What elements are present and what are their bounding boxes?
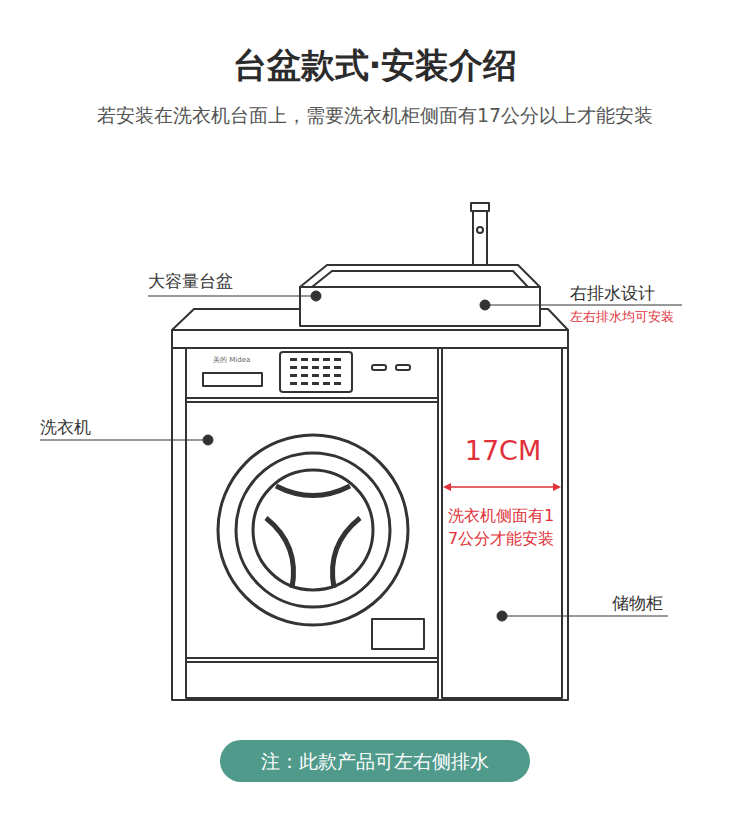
note-label: 左右排水均可安装 [570,309,674,325]
washer-panel [186,397,438,399]
dimension-arrow [443,483,561,491]
basin [300,265,540,287]
brand-logo: 美的 Midea [213,356,250,365]
subtitle: 若安装在洗衣机台面上，需要洗衣机柜侧面有17公分以上才能安装 [0,104,750,128]
part-label: 大容量台盆 [148,271,233,292]
storage-cabinet [442,348,562,698]
part-label: 储物柜 [612,593,663,614]
faucet [473,205,487,265]
part-label: 洗衣机 [40,417,91,438]
note-text: 注：此款产品可左右侧排水 [244,749,506,773]
page-title: 台盆款式·安装介绍 [0,44,750,87]
note-pill: 注：此款产品可左右侧排水 [220,740,530,782]
note-label: 洗衣机侧面有17公分才能安装 [448,504,562,550]
washer-door [218,435,408,625]
cabinet-body [172,348,568,700]
dimension-label: 17CM [442,434,564,468]
part-label: 右排水设计 [570,283,655,304]
leader-lines [40,291,682,621]
